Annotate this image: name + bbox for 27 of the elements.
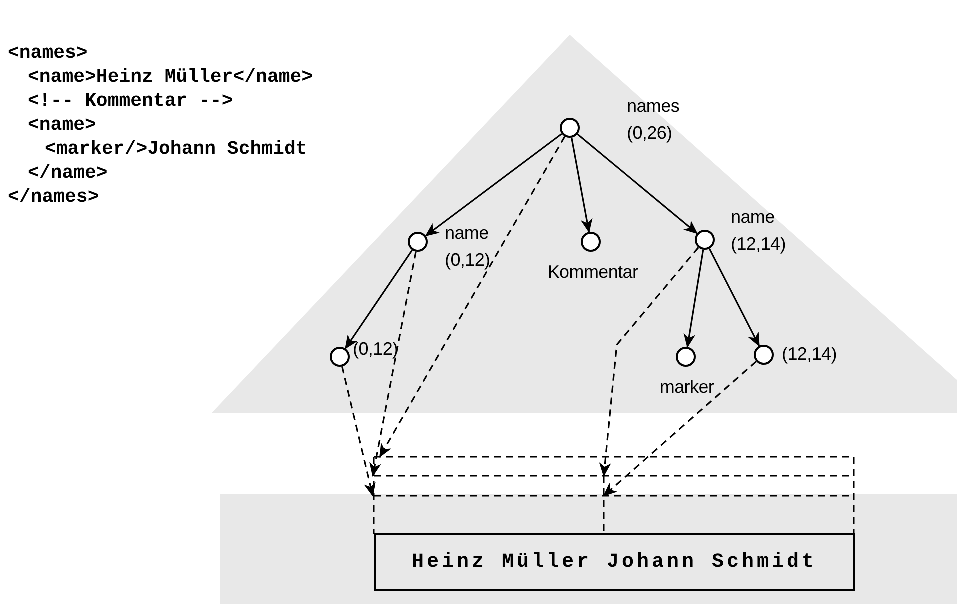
arrow (379, 136, 566, 458)
arrow (708, 248, 760, 347)
arrow (603, 361, 758, 497)
code-line: <marker/>Johann Schmidt (45, 138, 308, 160)
arrow (425, 133, 562, 237)
string-box (374, 533, 855, 591)
code-line: <!-- Kommentar --> (28, 90, 234, 112)
code-line: <name> (28, 114, 96, 136)
node-label: (12,14) (782, 343, 838, 366)
node-label: name (0,12) (445, 222, 492, 272)
arrow (577, 134, 698, 234)
node-label: name (12,14) (731, 206, 787, 256)
code-line: <names> (8, 42, 88, 64)
arrow (599, 247, 700, 477)
arrow (370, 252, 417, 477)
arrow (684, 250, 704, 348)
code-line: </name> (28, 162, 108, 184)
arrow (571, 138, 593, 234)
code-line: </names> (8, 186, 100, 208)
arrow (344, 250, 414, 350)
code-line: <name>Heinz Müller</name> (28, 66, 314, 88)
node-label: (0,12) (353, 338, 400, 361)
node-label: names (0,26) (627, 95, 681, 145)
arrow (342, 366, 376, 497)
node-label: marker (660, 376, 714, 399)
node-label: Kommentar (548, 261, 638, 284)
string-text: Heinz Müller Johann Schmidt (412, 550, 818, 574)
